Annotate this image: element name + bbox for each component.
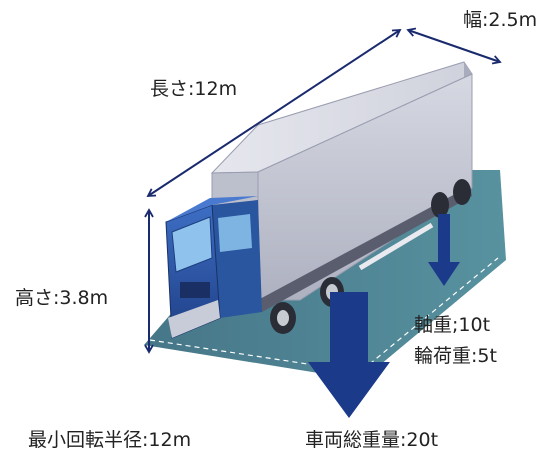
gross-weight-arrow-shaft	[330, 292, 368, 362]
min-turning-radius-label: 最小回転半径:12m	[28, 429, 192, 451]
axle-load-arrow-head	[428, 262, 460, 286]
axle-load-label: 軸重;10t	[414, 314, 491, 336]
length-label: 長さ:12m	[150, 78, 238, 100]
rear-wheel	[453, 179, 471, 205]
width-label: 幅:2.5m	[463, 9, 538, 31]
gross-weight-label: 車両総重量:20t	[305, 429, 439, 451]
width-arrow	[406, 27, 502, 65]
axle-load-arrow-shaft	[438, 214, 450, 262]
gross-weight-arrow-head	[308, 362, 390, 418]
windshield	[171, 216, 213, 273]
side-window	[218, 214, 252, 252]
chassis	[258, 186, 472, 312]
wheel-load-label: 輪荷重:5t	[414, 345, 497, 367]
side-stripe	[358, 222, 434, 271]
bumper	[168, 300, 220, 338]
cab-roof	[166, 196, 258, 222]
rear-wheel	[431, 192, 449, 218]
grille	[180, 282, 210, 298]
height-label: 高さ:3.8m	[15, 287, 109, 309]
length-arrow	[146, 29, 402, 197]
front-wheel-hub	[277, 310, 289, 326]
